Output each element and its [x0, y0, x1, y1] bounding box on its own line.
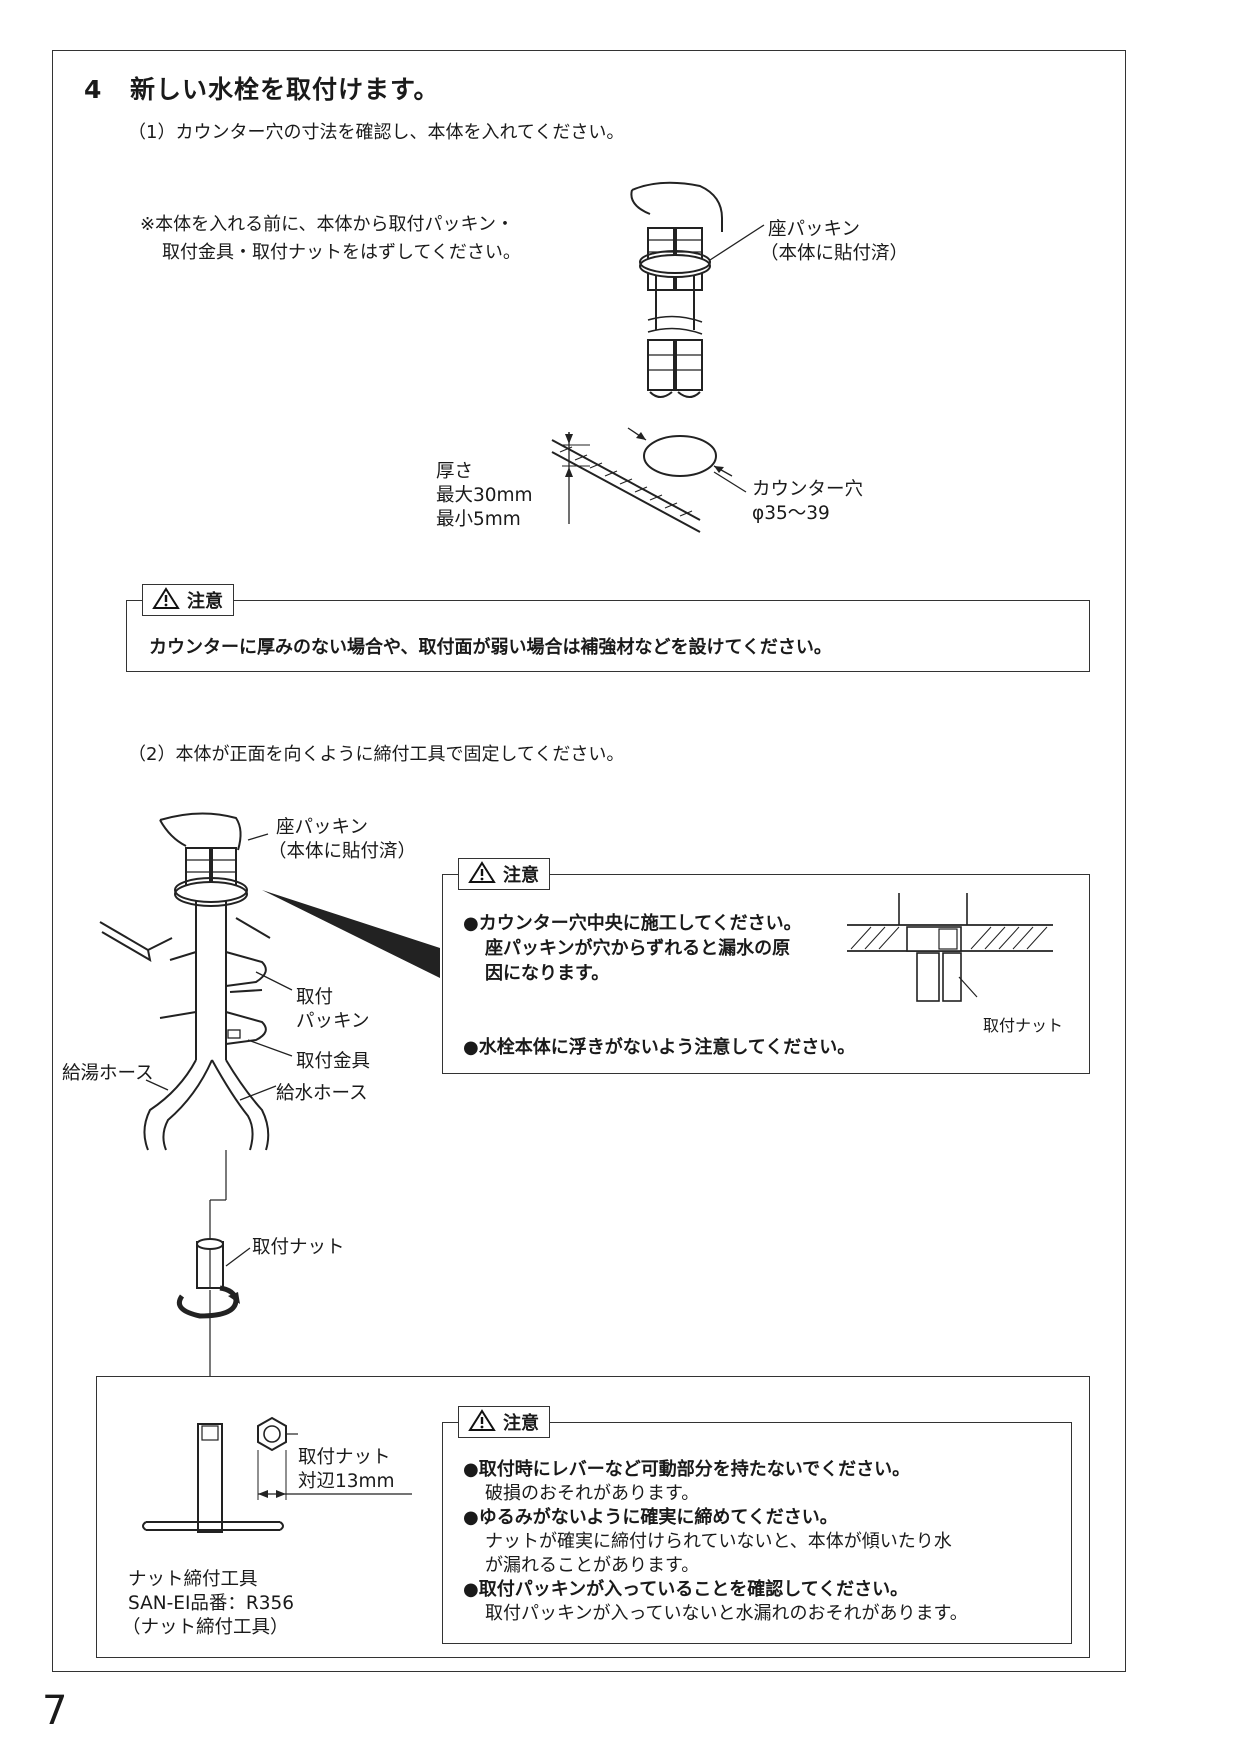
counter-hole-dimension: φ35～39 [752, 503, 830, 524]
sub1-note-line1: ※本体を入れる前に、本体から取付パッキン・ [140, 214, 514, 235]
cold-hose-label: 給水ホース [276, 1083, 368, 1104]
page-number: 7 [42, 1688, 68, 1734]
step-title-text: 新しい水栓を取付けます。 [130, 75, 440, 104]
caution-tag-2: 注意 [458, 858, 550, 890]
caution-tool-line3: ●ゆるみがないように確実に締めてください。 [463, 1507, 838, 1528]
page-frame [52, 50, 1126, 1672]
inset-nut-label: 取付ナット [983, 1016, 1064, 1035]
thickness-max: 最大30mm [436, 485, 533, 506]
sub2-heading: （2）本体が正面を向くように締付工具で固定してください。 [128, 744, 625, 765]
thickness-label: 厚さ [436, 461, 474, 482]
caution-label: 注意 [187, 591, 223, 612]
caution-counter-text: カウンターに厚みのない場合や、取付面が弱い場合は補強材などを設けてください。 [149, 637, 832, 658]
counter-hole-label: カウンター穴 [752, 479, 864, 500]
tool-nut-label: 取付ナット [298, 1447, 391, 1468]
caution-tool-line1: ●取付時にレバーなど可動部分を持たないでください。 [463, 1459, 911, 1480]
sub2-seat-packing-note: （本体に貼付済） [268, 841, 417, 862]
caution-box-tool: ●取付時にレバーなど可動部分を持たないでください。 破損のおそれがあります。 ●… [442, 1422, 1072, 1644]
caution-label: 注意 [503, 865, 539, 886]
tool-name-paren: （ナット締付工具） [122, 1617, 289, 1638]
sub1-heading: （1）カウンター穴の寸法を確認し、本体を入れてください。 [128, 122, 625, 143]
caution-tool-line4: ナットが確実に締付けられていないと、本体が傾いたり水 [485, 1531, 952, 1552]
thickness-min: 最小5mm [436, 509, 521, 530]
hot-hose-label: 給湯ホース [62, 1063, 154, 1084]
mount-packing-label-2: パッキン [296, 1011, 370, 1032]
caution-box-center: ●カウンター穴中央に施工してください。 座パッキンが穴からずれると漏水の原 因に… [442, 874, 1090, 1074]
warning-triangle-icon [468, 1408, 496, 1436]
warning-triangle-icon [152, 586, 180, 614]
tool-part-number: SAN-EI品番：R356 [128, 1593, 295, 1614]
seat-packing-note: （本体に貼付済） [760, 243, 909, 264]
tool-nut-size: 対辺13mm [298, 1471, 395, 1492]
caution-center-line4: ●水栓本体に浮きがないよう注意してください。 [463, 1037, 856, 1058]
caution-box-counter: カウンターに厚みのない場合や、取付面が弱い場合は補強材などを設けてください。 [126, 600, 1090, 672]
step-title: 4 新しい水栓を取付けます。 [84, 70, 440, 106]
caution-tool-line2: 破損のおそれがあります。 [485, 1483, 700, 1504]
caution-tag-3: 注意 [458, 1406, 550, 1438]
caution-center-line3: 因になります。 [485, 963, 610, 984]
caution-label: 注意 [503, 1413, 539, 1434]
sub2-seat-packing-label: 座パッキン [276, 817, 368, 838]
caution-tool-line5: が漏れることがあります。 [485, 1555, 700, 1576]
nut-inset-figure [847, 893, 1053, 1002]
caution-tag-1: 注意 [142, 584, 234, 616]
caution-center-line2: 座パッキンが穴からずれると漏水の原 [485, 938, 791, 959]
seat-packing-label: 座パッキン [768, 219, 860, 240]
mount-packing-label-1: 取付 [296, 987, 334, 1008]
caution-tool-line7: 取付パッキンが入っていないと水漏れのおそれがあります。 [485, 1603, 968, 1624]
mount-nut-label: 取付ナット [252, 1237, 345, 1258]
sub1-note-line2: 取付金具・取付ナットをはずしてください。 [162, 242, 521, 263]
tool-name: ナット締付工具 [128, 1569, 258, 1590]
warning-triangle-icon [468, 860, 496, 888]
caution-tool-line6: ●取付パッキンが入っていることを確認してください。 [463, 1579, 909, 1600]
mount-bracket-label: 取付金具 [296, 1051, 371, 1072]
step-number: 4 [84, 75, 103, 104]
caution-center-line1: ●カウンター穴中央に施工してください。 [463, 913, 802, 934]
